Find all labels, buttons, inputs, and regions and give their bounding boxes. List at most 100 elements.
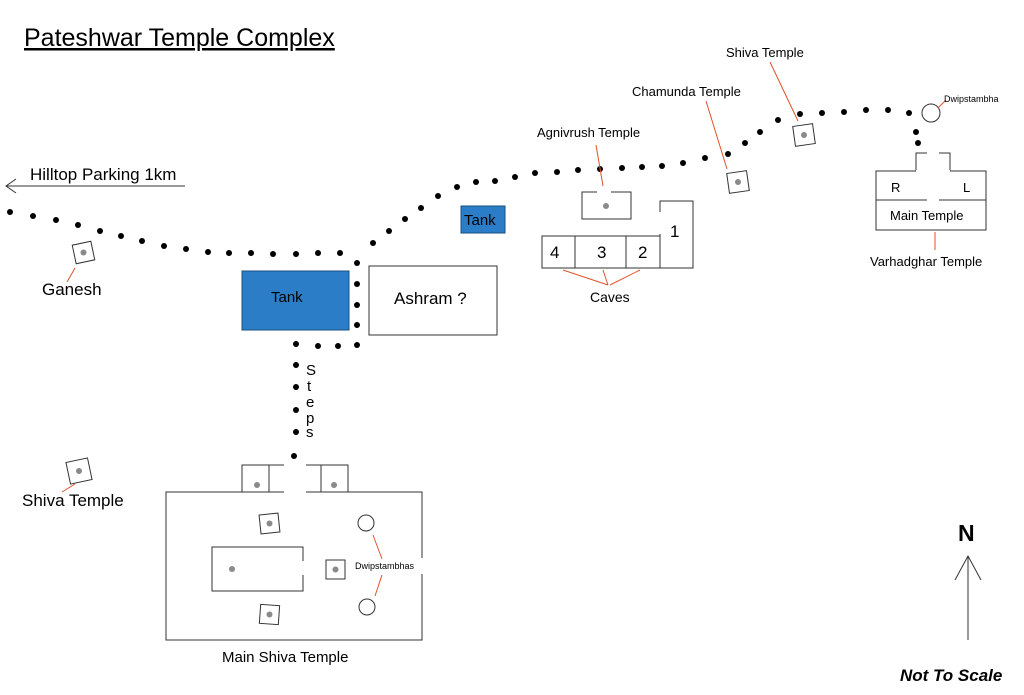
path-dot bbox=[354, 281, 360, 287]
path-dot bbox=[418, 205, 424, 211]
dwipstambha-top-icon bbox=[921, 103, 941, 123]
path-dot bbox=[435, 193, 441, 199]
agnivrush-temple-label: Agnivrush Temple bbox=[537, 125, 640, 140]
hilltop-parking-arrow bbox=[5, 178, 185, 194]
path-dot bbox=[354, 260, 360, 266]
path-dot bbox=[575, 167, 581, 173]
shiva-temple-top-shrine-icon bbox=[792, 123, 816, 147]
north-label: N bbox=[958, 520, 975, 546]
path-dot bbox=[742, 140, 748, 146]
varhadghar-main-temple: R L Main Temple bbox=[875, 148, 987, 231]
dwipstambha-upper-icon bbox=[357, 514, 375, 532]
walking-path bbox=[7, 107, 921, 459]
tank-large-label: Tank bbox=[271, 289, 303, 306]
svg-text:s: s bbox=[306, 424, 314, 441]
chamunda-temple-label: Chamunda Temple bbox=[632, 84, 741, 99]
path-dot bbox=[75, 222, 81, 228]
main-temple-l-label: L bbox=[963, 180, 970, 195]
shiva-temple-top-label: Shiva Temple bbox=[726, 45, 804, 60]
svg-text:S: S bbox=[306, 362, 316, 379]
path-dot bbox=[659, 163, 665, 169]
path-dot bbox=[293, 251, 299, 257]
caves-label: Caves bbox=[590, 289, 630, 305]
path-dot bbox=[293, 341, 299, 347]
path-dot bbox=[619, 165, 625, 171]
path-dot bbox=[291, 453, 297, 459]
path-dot bbox=[454, 184, 460, 190]
main-shiva-temple bbox=[165, 462, 428, 641]
ganesh-label: Ganesh bbox=[42, 280, 102, 299]
path-dot bbox=[7, 209, 13, 215]
path-dot bbox=[402, 216, 408, 222]
tank-small bbox=[460, 205, 506, 234]
path-dot bbox=[915, 140, 921, 146]
ganesh-shrine-icon bbox=[71, 240, 96, 265]
path-dot bbox=[337, 250, 343, 256]
dwipstambha-label: Dwipstambha bbox=[944, 94, 999, 104]
path-dot bbox=[335, 343, 341, 349]
ashram-building bbox=[368, 265, 498, 336]
path-dot bbox=[53, 217, 59, 223]
path-dot bbox=[512, 174, 518, 180]
cave-1-number: 1 bbox=[670, 222, 679, 241]
path-dot bbox=[354, 302, 360, 308]
path-dot bbox=[293, 407, 299, 413]
path-dot bbox=[386, 228, 392, 234]
shiva-temple-left-shrine-icon bbox=[65, 457, 93, 485]
path-dot bbox=[226, 250, 232, 256]
path-dot bbox=[532, 170, 538, 176]
path-dot bbox=[30, 213, 36, 219]
chamunda-temple-shrine-icon bbox=[726, 170, 750, 194]
path-dot bbox=[885, 107, 891, 113]
path-dot bbox=[554, 169, 560, 175]
path-dot bbox=[315, 343, 321, 349]
path-dot bbox=[702, 155, 708, 161]
path-dot bbox=[492, 178, 498, 184]
path-dot bbox=[863, 107, 869, 113]
svg-text:p: p bbox=[306, 410, 314, 427]
path-dot bbox=[293, 384, 299, 390]
path-dot bbox=[913, 129, 919, 135]
path-dot bbox=[293, 429, 299, 435]
path-dot bbox=[775, 117, 781, 123]
path-dot bbox=[139, 238, 145, 244]
steps-label: S t e p s bbox=[306, 362, 316, 441]
path-dot bbox=[370, 240, 376, 246]
svg-text:t: t bbox=[307, 378, 312, 395]
svg-text:e: e bbox=[306, 394, 314, 411]
path-dot bbox=[819, 110, 825, 116]
varhadghar-temple-label: Varhadghar Temple bbox=[870, 254, 982, 269]
dwipstambha-lower-icon bbox=[358, 598, 376, 616]
cave-3-number: 3 bbox=[597, 243, 606, 262]
path-dot bbox=[293, 362, 299, 368]
path-dot bbox=[680, 160, 686, 166]
caves-group: 4 3 2 1 bbox=[541, 200, 694, 269]
map-title: Pateshwar Temple Complex bbox=[24, 24, 335, 52]
hilltop-parking-label: Hilltop Parking 1km bbox=[30, 165, 176, 184]
path-dot bbox=[315, 250, 321, 256]
tank-large bbox=[241, 270, 350, 331]
path-dot bbox=[118, 233, 124, 239]
path-dot bbox=[639, 164, 645, 170]
path-dot bbox=[97, 228, 103, 234]
path-dot bbox=[354, 322, 360, 328]
main-temple-r-label: R bbox=[891, 180, 900, 195]
shiva-temple-left-label: Shiva Temple bbox=[22, 491, 124, 510]
tank-small-label: Tank bbox=[464, 212, 496, 229]
cave-4-number: 4 bbox=[550, 243, 559, 262]
path-dot bbox=[270, 251, 276, 257]
main-temple-label: Main Temple bbox=[890, 208, 963, 223]
path-dot bbox=[161, 243, 167, 249]
main-shiva-temple-label: Main Shiva Temple bbox=[222, 649, 348, 666]
path-dot bbox=[797, 111, 803, 117]
path-dot bbox=[906, 110, 912, 116]
path-dot bbox=[354, 342, 360, 348]
dwipstambhas-label: Dwipstambhas bbox=[355, 561, 415, 571]
not-to-scale-note: Not To Scale bbox=[900, 666, 1002, 685]
path-dot bbox=[725, 151, 731, 157]
path-dot bbox=[841, 109, 847, 115]
ashram-label: Ashram ? bbox=[394, 289, 467, 308]
path-dot bbox=[757, 129, 763, 135]
path-dot bbox=[205, 249, 211, 255]
